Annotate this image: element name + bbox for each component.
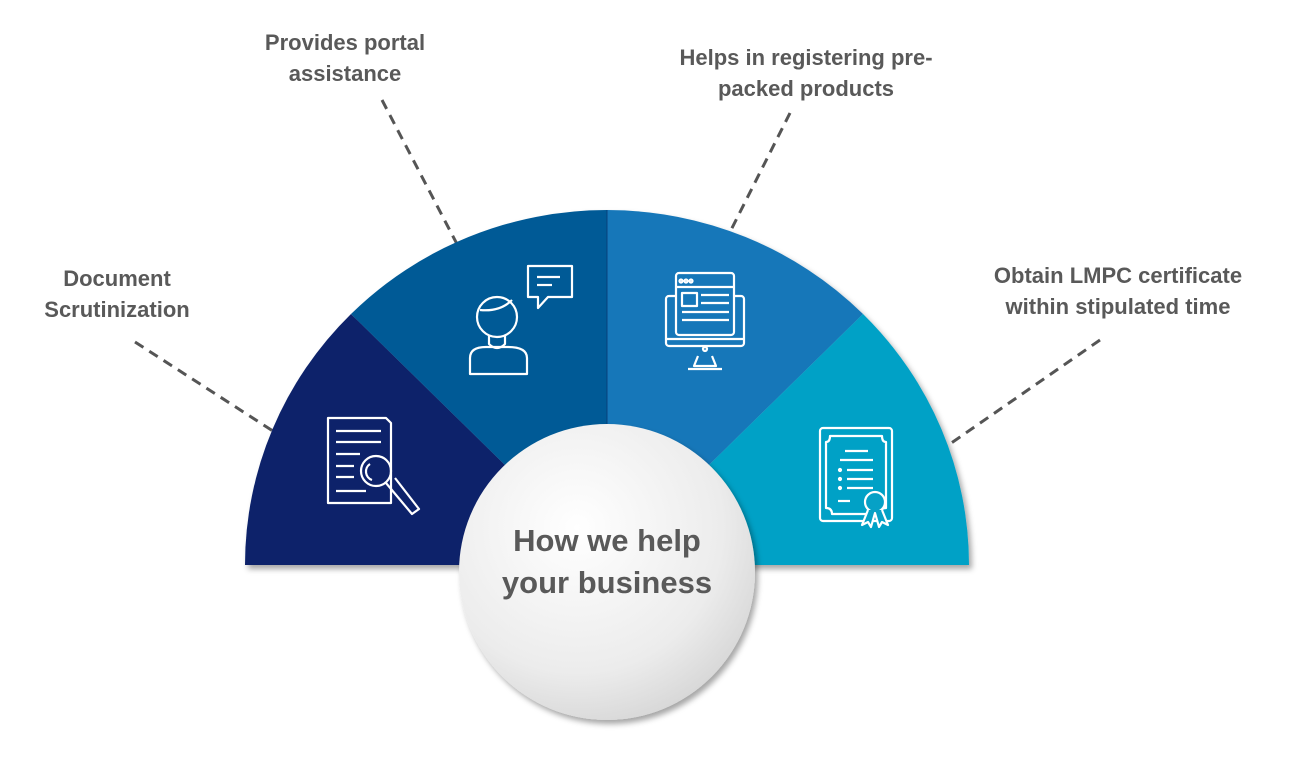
label-line: within stipulated time	[1005, 294, 1231, 319]
support-person-chat-icon	[468, 264, 574, 376]
connector-portal	[380, 99, 460, 247]
label-line: assistance	[288, 61, 402, 86]
label-portal-assistance: Provides portal assistance	[265, 27, 425, 89]
label-line: Obtain LMPC certificate	[993, 263, 1243, 288]
connector-lmpc	[946, 338, 1101, 448]
label-line: Document	[63, 266, 171, 291]
center-title-line1: How we help	[513, 523, 701, 558]
center-title: How we help your business	[502, 520, 712, 604]
label-line: Helps in registering pre-	[679, 45, 933, 70]
center-title-line2: your business	[501, 565, 713, 600]
label-line: Provides portal	[264, 30, 426, 55]
computer-monitor-icon	[664, 271, 746, 371]
document-search-icon	[326, 416, 421, 516]
label-line: Scrutinization	[44, 297, 190, 322]
label-lmpc-certificate: Obtain LMPC certificate within stipulate…	[994, 260, 1242, 322]
label-document-scrutinization: Document Scrutinization	[44, 263, 189, 325]
label-line: packed products	[717, 76, 895, 101]
connector-registering	[728, 112, 792, 233]
certificate-icon	[818, 426, 894, 529]
label-registering-products: Helps in registering pre- packed product…	[679, 42, 932, 104]
center-circle	[459, 424, 755, 720]
connector-document	[134, 340, 277, 435]
